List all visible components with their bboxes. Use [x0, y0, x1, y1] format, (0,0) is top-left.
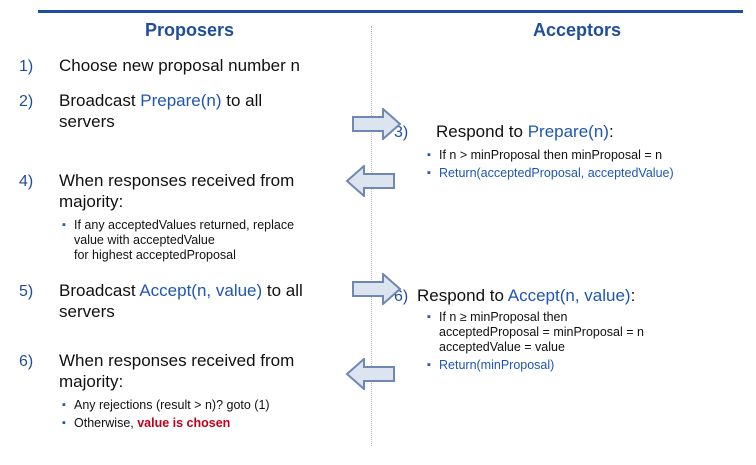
step-text: to all: [262, 281, 303, 300]
proposers-header: Proposers: [145, 20, 235, 40]
left-arrow-icon: [345, 358, 395, 390]
accept-message: Accept(n, value): [507, 286, 631, 305]
bullet-item: Return(acceptedProposal, acceptedValue): [427, 166, 747, 181]
bullet-text: acceptedProposal = minProposal = n: [439, 325, 644, 339]
bullet-item: Return(minProposal): [427, 358, 747, 373]
step-text: :: [608, 122, 614, 141]
step-text: When responses received from: [59, 351, 295, 370]
step-text: to all: [221, 91, 263, 110]
bullet-item: If n ≥ minProposal then acceptedProposal…: [427, 310, 747, 355]
bullet-text: Any rejections (result > n)? goto (1): [74, 398, 270, 412]
step-number: 4): [19, 173, 34, 190]
proposer-step-4: When responses received from majority:: [59, 170, 294, 212]
bullet-text: If n ≥ minProposal then: [439, 310, 568, 324]
bullet-item: Otherwise, value is chosen: [62, 416, 362, 431]
value-chosen-text: value is chosen: [137, 416, 231, 430]
acceptor-step-6: Respond to Accept(n, value):: [417, 285, 635, 306]
step-text: When responses received from: [59, 171, 295, 190]
proposer-step-6: When responses received from majority:: [59, 350, 294, 392]
proposer-step-2: Broadcast Prepare(n) to all servers: [59, 90, 262, 132]
bullet-item: If any acceptedValues returned, replace …: [62, 218, 352, 263]
bullet-text: for highest acceptedProposal: [74, 248, 236, 262]
bullet-text: Otherwise,: [74, 416, 138, 430]
proposer-step-6-bullets: Any rejections (result > n)? goto (1) Ot…: [62, 398, 362, 434]
prepare-message: Prepare(n): [140, 91, 222, 110]
step-number: 5): [19, 283, 34, 300]
return-text: Return(acceptedProposal, acceptedValue): [439, 166, 674, 180]
step-text: Broadcast: [59, 91, 141, 110]
left-arrow-icon: [345, 165, 395, 197]
step-text: Respond to: [436, 122, 528, 141]
step-text: :: [630, 286, 636, 305]
prepare-message: Prepare(n): [527, 122, 609, 141]
acceptor-step-6-bullets: If n ≥ minProposal then acceptedProposal…: [427, 310, 747, 376]
step-text: Respond to: [417, 286, 508, 305]
acceptor-step-3: Respond to Prepare(n):: [436, 121, 614, 142]
step-number: 3): [394, 124, 409, 141]
step-text: majority:: [59, 192, 124, 211]
step-number: 6): [19, 353, 34, 370]
accept-message: Accept(n, value): [139, 281, 263, 300]
right-arrow-icon: [352, 108, 402, 140]
step-text: Broadcast: [59, 281, 140, 300]
step-text: servers: [59, 112, 115, 131]
right-arrow-icon: [352, 273, 402, 305]
return-text: Return(minProposal): [439, 358, 555, 372]
proposer-step-1: Choose new proposal number n: [59, 56, 300, 75]
bullet-item: If n > minProposal then minProposal = n: [427, 148, 747, 163]
bullet-text: value with acceptedValue: [74, 233, 215, 247]
top-rule: [38, 10, 743, 13]
step-text: servers: [59, 302, 115, 321]
proposer-step-5: Broadcast Accept(n, value) to all server…: [59, 280, 303, 322]
acceptor-step-3-bullets: If n > minProposal then minProposal = n …: [427, 148, 747, 184]
step-text: majority:: [59, 372, 124, 391]
bullet-text: If any acceptedValues returned, replace: [74, 218, 295, 232]
column-divider: [371, 26, 372, 446]
bullet-text: If n > minProposal then minProposal = n: [439, 148, 663, 162]
acceptors-header: Acceptors: [533, 20, 622, 40]
step-number: 2): [19, 93, 34, 110]
bullet-text: acceptedValue = value: [439, 340, 565, 354]
bullet-item: Any rejections (result > n)? goto (1): [62, 398, 362, 413]
proposer-step-4-bullets: If any acceptedValues returned, replace …: [62, 218, 352, 263]
step-number: 1): [19, 58, 34, 75]
